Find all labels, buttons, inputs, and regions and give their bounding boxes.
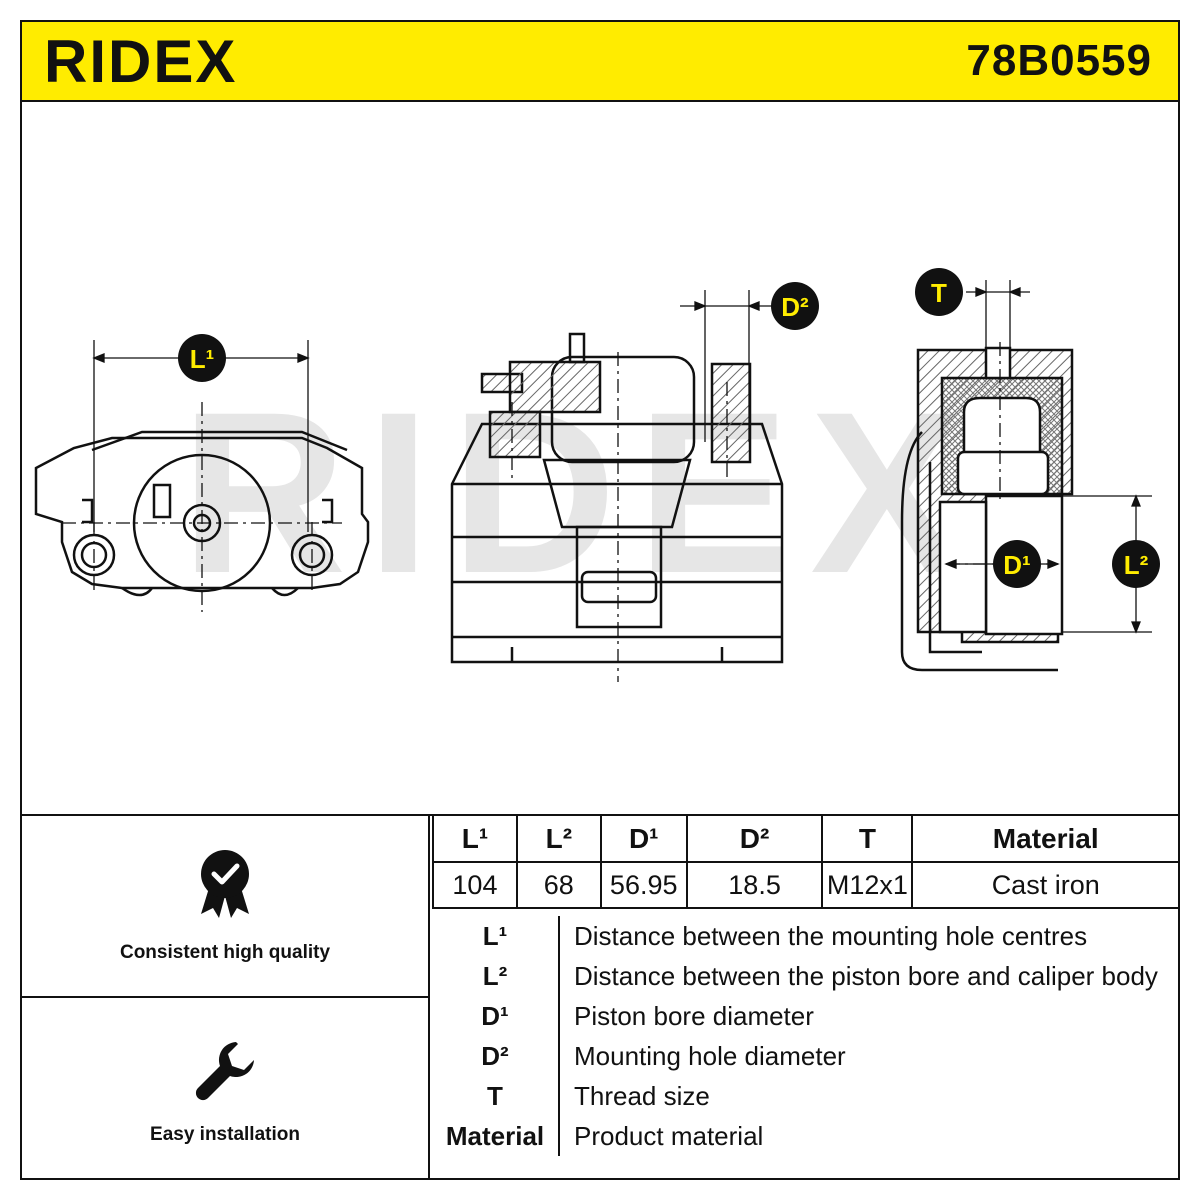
product-sheet: RIDEX 78B0559 RIDEX (20, 20, 1180, 1180)
svg-text:T: T (931, 278, 947, 308)
quality-badge-icon (201, 850, 249, 918)
l1-dimension (92, 340, 310, 532)
caliper-top-view (450, 332, 784, 664)
spec-value-l2: 68 (515, 861, 602, 909)
legend-abbr: D² (432, 1036, 560, 1076)
brand-logo: RIDEX (44, 32, 237, 90)
feature-quality: Consistent high quality (22, 816, 428, 998)
spec-value-l1: 104 (432, 861, 518, 909)
spec-header-material: Material (911, 816, 1178, 863)
feature-panel: Consistent high quality Easy installatio… (22, 814, 430, 1178)
legend-row: Material Product material (432, 1116, 1178, 1156)
technical-drawing: RIDEX (22, 102, 1178, 814)
legend-abbr: T (432, 1076, 560, 1116)
caliper-front-centerlines (62, 402, 342, 612)
d1-badge: D¹ (993, 540, 1041, 588)
legend-desc: Product material (574, 1120, 764, 1151)
legend-desc: Mounting hole diameter (574, 1040, 846, 1071)
legend-abbr: D¹ (432, 996, 560, 1036)
legend-row: D² Mounting hole diameter (432, 1036, 1178, 1076)
legend-table: L¹ Distance between the mounting hole ce… (432, 916, 1178, 1156)
svg-text:D²: D² (781, 292, 809, 322)
header-bar: RIDEX 78B0559 (22, 22, 1178, 102)
spec-header-row: L¹ L² D¹ D² T Material (432, 816, 1178, 863)
legend-abbr: L² (432, 956, 560, 996)
wrench-icon (195, 1042, 254, 1101)
feature-install-label: Easy installation (150, 1124, 300, 1145)
spec-value-row: 104 68 56.95 18.5 M12x1 Cast iron (432, 861, 1178, 909)
svg-text:L²: L² (1124, 550, 1149, 580)
legend-row: D¹ Piston bore diameter (432, 996, 1178, 1036)
spec-table: L¹ L² D¹ D² T Material 104 68 56.95 18.5… (432, 816, 1178, 909)
legend-abbr: Material (432, 1116, 560, 1156)
spec-header-d1: D¹ (599, 816, 688, 863)
spec-header-d2: D² (685, 816, 824, 863)
spec-value-d1: 56.95 (599, 861, 688, 909)
caliper-section-view (900, 346, 1074, 672)
legend-row: L¹ Distance between the mounting hole ce… (432, 916, 1178, 956)
legend-desc: Thread size (574, 1080, 710, 1111)
l1-badge: L¹ (178, 334, 226, 382)
d2-badge: D² (771, 282, 819, 330)
spec-value-d2: 18.5 (685, 861, 824, 909)
svg-text:D¹: D¹ (1003, 550, 1030, 580)
spec-value-t: M12x1 (821, 861, 914, 909)
drawing-canvas: RIDEX (34, 268, 1160, 682)
brand-logo-text: RIDEX (44, 32, 237, 90)
feature-install: Easy installation (22, 1000, 428, 1178)
part-number: 78B0559 (966, 36, 1152, 85)
spec-header-l2: L² (515, 816, 602, 863)
spec-panel: L¹ L² D¹ D² T Material 104 68 56.95 18.5… (430, 814, 1178, 1178)
spec-header-t: T (821, 816, 914, 863)
l2-badge: L² (1112, 540, 1160, 588)
legend-abbr: L¹ (432, 916, 560, 956)
t-dimension (966, 280, 1030, 362)
feature-quality-label: Consistent high quality (119, 942, 331, 963)
legend-desc: Distance between the piston bore and cal… (574, 960, 1158, 991)
legend-row: T Thread size (432, 1076, 1178, 1116)
legend-desc: Distance between the mounting hole centr… (574, 920, 1088, 951)
legend-row: L² Distance between the piston bore and … (432, 956, 1178, 996)
d2-dimension (680, 290, 774, 442)
caliper-top-centerlines (511, 352, 728, 682)
t-badge: T (915, 268, 963, 316)
spec-header-l1: L¹ (432, 816, 518, 863)
svg-text:L¹: L¹ (190, 344, 215, 374)
legend-desc: Piston bore diameter (574, 1000, 814, 1031)
spec-value-material: Cast iron (911, 861, 1178, 909)
